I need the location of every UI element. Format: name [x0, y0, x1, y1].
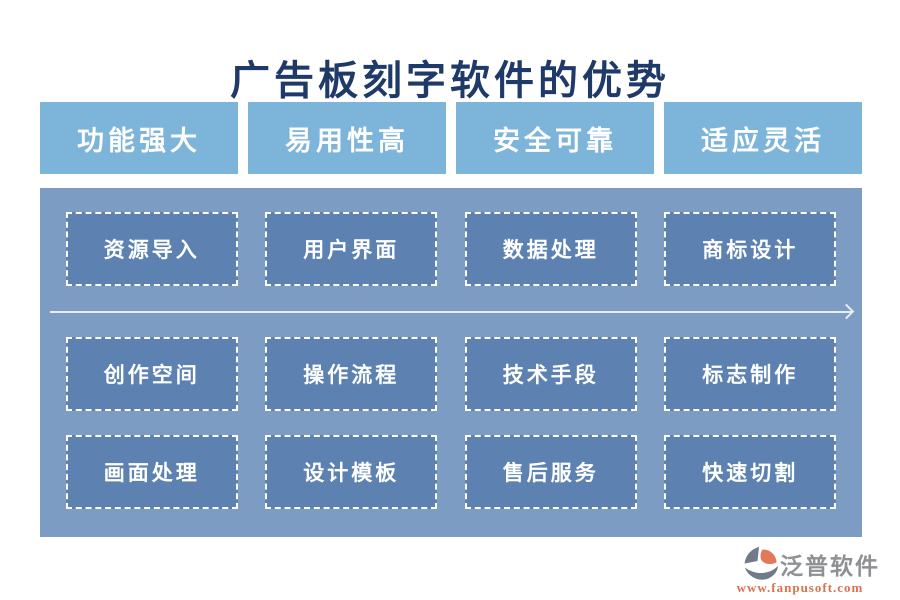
arrow-line	[50, 310, 853, 313]
feature-box-creative-space: 创作空间	[65, 337, 238, 411]
page-title: 广告板刻字软件的优势	[230, 58, 670, 103]
tab-ease-of-use: 易用性高	[248, 102, 446, 174]
brand-footer: 泛普软件 www.fanpusoft.com	[720, 546, 880, 596]
tab-strong-functions: 功能强大	[40, 102, 238, 174]
feature-row-3: 画面处理 设计模板 售后服务 快速切割	[40, 435, 862, 509]
tab-flexible-adaptable: 适应灵活	[664, 102, 862, 174]
feature-box-after-sales-service: 售后服务	[464, 435, 637, 509]
feature-box-image-processing: 画面处理	[65, 435, 238, 509]
feature-box-data-processing: 数据处理	[464, 212, 637, 286]
feature-box-user-interface: 用户界面	[265, 212, 438, 286]
brand-name: 泛普软件	[780, 554, 880, 579]
brand-row: 泛普软件	[720, 546, 880, 582]
tab-safe-reliable: 安全可靠	[456, 102, 654, 174]
feature-row-1: 资源导入 用户界面 数据处理 商标设计	[40, 212, 862, 286]
feature-box-resource-import: 资源导入	[65, 212, 238, 286]
fanpu-logo-icon	[744, 547, 778, 580]
features-panel: 资源导入 用户界面 数据处理 商标设计 创作空间 操作流程 技术手段 标志制作 …	[40, 188, 862, 537]
feature-box-trademark-design: 商标设计	[664, 212, 837, 286]
header-tabs: 功能强大 易用性高 安全可靠 适应灵活	[40, 102, 862, 174]
feature-box-technical-means: 技术手段	[464, 337, 637, 411]
feature-box-design-templates: 设计模板	[265, 435, 438, 509]
flow-arrow	[50, 286, 855, 337]
right-arrow-icon	[838, 303, 855, 320]
feature-box-logo-making: 标志制作	[664, 337, 837, 411]
feature-box-fast-cutting: 快速切割	[664, 435, 837, 509]
feature-box-operation-flow: 操作流程	[265, 337, 438, 411]
feature-row-2: 创作空间 操作流程 技术手段 标志制作	[40, 337, 862, 411]
brand-url: www.fanpusoft.com	[736, 580, 864, 595]
